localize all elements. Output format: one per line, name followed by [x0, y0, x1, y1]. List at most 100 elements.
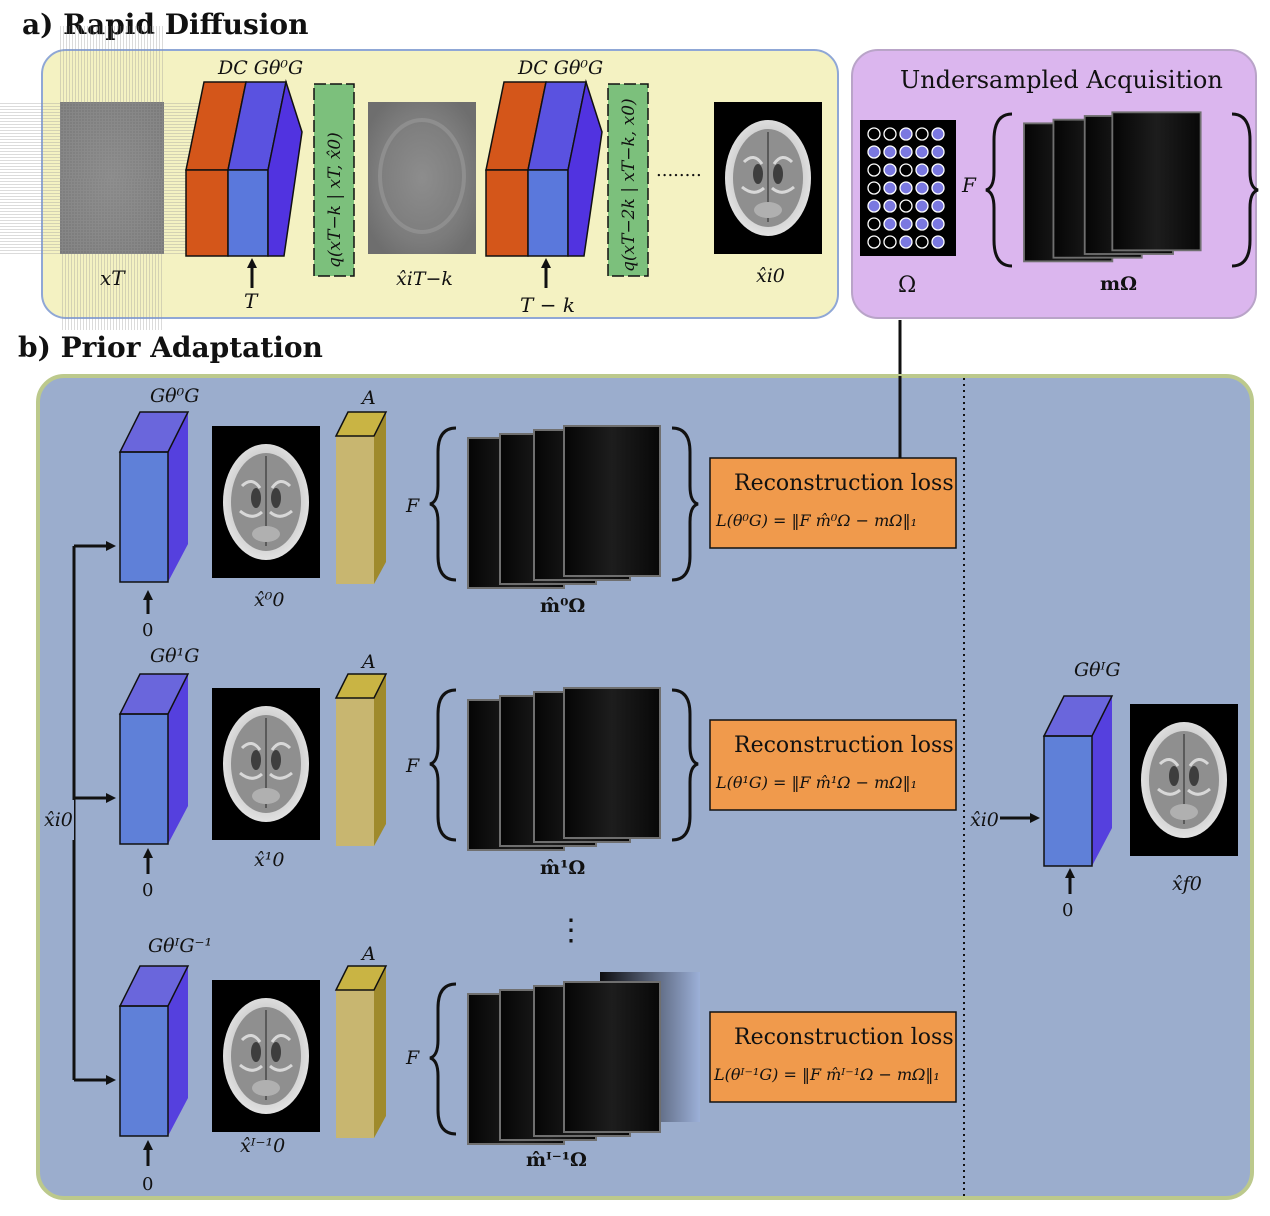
label-F-acq: F — [961, 173, 977, 197]
brace-right-acq — [1231, 112, 1259, 268]
acquisition-title: Undersampled Acquisition — [900, 66, 1223, 94]
mask-dot — [883, 235, 897, 249]
zero-final: 0 — [1062, 900, 1073, 921]
label-xT: xT — [100, 266, 126, 290]
x-label-row-2: x̂¹0 — [254, 849, 284, 871]
zero-row-3: 0 — [142, 1174, 153, 1195]
dc-label-2: DC Gθ⁰G — [517, 57, 603, 79]
mask-dot — [899, 181, 913, 195]
mask-dot — [899, 199, 913, 213]
q-box-1 — [313, 83, 355, 277]
zero-row-2: 0 — [142, 880, 153, 901]
mask-dot — [931, 199, 945, 213]
A-label-row-3: A — [360, 943, 376, 965]
ellipsis-dots: ........ — [656, 160, 702, 181]
F-label-row-1: F — [405, 495, 420, 517]
loss-title-row-2: Reconstruction loss — [734, 733, 954, 758]
mask-dot — [931, 235, 945, 249]
m-label-row-1: m̂⁰Ω — [540, 595, 585, 617]
dc-block-1 — [185, 79, 303, 257]
section-title-prior-adaptation: b) Prior Adaptation — [18, 331, 323, 364]
q-box-2 — [607, 83, 649, 277]
q-label-2: q(xT−2k | xT−k, x0) — [619, 98, 639, 272]
brace-left-acq — [985, 112, 1013, 268]
mask-dot — [883, 181, 897, 195]
mask-dot — [931, 217, 945, 231]
F-label-row-2: F — [405, 755, 420, 777]
loss-eq-row-3: L(θᴵ⁻¹G) = ‖F m̂ᴵ⁻¹Ω − mΩ‖₁ — [713, 1065, 940, 1084]
mask-dot — [867, 181, 881, 195]
mask-dot — [867, 163, 881, 177]
loss-title-row-1: Reconstruction loss — [734, 471, 954, 496]
loss-box-row-3 — [709, 1011, 957, 1103]
noise-image-xT — [60, 102, 164, 254]
g-label-row-3: GθᴵG⁻¹ — [148, 935, 212, 957]
x-label-row-1: x̂⁰0 — [254, 589, 284, 611]
mask-dot — [899, 145, 913, 159]
adapt-row-1: Gθ⁰G 0 x̂⁰0 A F m̂⁰Ω Reconstruction loss… — [119, 385, 957, 641]
adapt-row-3: GθᴵG⁻¹ 0 x̂ᴵ⁻¹0 A F m̂ᴵ⁻¹Ω Reconstructio… — [119, 935, 957, 1195]
clean-image-x0i — [712, 100, 824, 256]
mask-dot — [883, 145, 897, 159]
vertical-ellipsis: ⋮ — [556, 913, 586, 948]
q-label-1: q(xT−k | xT, x̂0) — [325, 132, 345, 268]
mask-dot — [915, 145, 929, 159]
mask-dot — [915, 199, 929, 213]
mask-dot — [883, 217, 897, 231]
mask-dot — [931, 145, 945, 159]
loss-title-row-3: Reconstruction loss — [734, 1025, 954, 1050]
mask-dots — [867, 127, 945, 249]
g-label-row-2: Gθ¹G — [150, 645, 199, 667]
loss-eq-row-1: L(θ⁰G) = ‖F m̂⁰Ω − mΩ‖₁ — [715, 511, 917, 530]
section-title-rapid-diffusion: a) Rapid Diffusion — [22, 8, 308, 41]
label-m-omega: mΩ — [1100, 273, 1137, 295]
x-label-row-3: x̂ᴵ⁻¹0 — [240, 1135, 285, 1157]
mask-dot — [915, 235, 929, 249]
final-output: GθᴵG x̂i0 0 x̂f0 — [970, 659, 1240, 921]
label-left-input: x̂i0 — [44, 809, 73, 831]
loss-box-row-2 — [709, 719, 957, 811]
g-label-row-1: Gθ⁰G — [150, 385, 199, 407]
mask-dot — [899, 163, 913, 177]
mask-dot — [915, 181, 929, 195]
label-T: T — [244, 289, 259, 313]
mask-dot — [899, 217, 913, 231]
label-T-minus-k: T − k — [520, 293, 575, 317]
mask-dot — [867, 145, 881, 159]
mask-dot — [899, 127, 913, 141]
mask-dot — [931, 127, 945, 141]
zero-row-1: 0 — [142, 620, 153, 641]
label-final-input: x̂i0 — [970, 809, 999, 831]
mask-dot — [899, 235, 913, 249]
mask-dot — [931, 163, 945, 177]
noise-texture — [0, 26, 240, 330]
mask-dot — [915, 127, 929, 141]
label-x-T-k: x̂iT−k — [396, 268, 453, 290]
mask-dot — [883, 163, 897, 177]
mask-dot — [867, 235, 881, 249]
mask-dot — [915, 217, 929, 231]
A-label-row-2: A — [360, 651, 376, 673]
m-label-row-2: m̂¹Ω — [540, 857, 585, 879]
mask-dot — [883, 199, 897, 213]
label-omega: Ω — [898, 273, 916, 298]
m-label-row-3: m̂ᴵ⁻¹Ω — [526, 1149, 587, 1171]
label-x0i: x̂i0 — [756, 265, 785, 287]
mask-dot — [867, 127, 881, 141]
loss-box-row-1 — [709, 457, 957, 549]
kspace-stack-acq — [1024, 112, 1201, 261]
intermediate-image — [368, 102, 476, 254]
adapt-row-2: Gθ¹G 0 x̂¹0 A F m̂¹Ω Reconstruction loss… — [119, 645, 957, 901]
mask-dot — [883, 127, 897, 141]
dc-block-2 — [485, 79, 603, 257]
g-label-final: GθᴵG — [1074, 659, 1121, 681]
A-label-row-1: A — [360, 387, 376, 409]
loss-eq-row-2: L(θ¹G) = ‖F m̂¹Ω − mΩ‖₁ — [715, 773, 917, 792]
mask-dot — [915, 163, 929, 177]
mask-dot — [867, 199, 881, 213]
F-label-row-3: F — [405, 1047, 420, 1069]
label-final-output: x̂f0 — [1172, 873, 1202, 895]
mask-dot — [931, 181, 945, 195]
dc-label-1: DC Gθ⁰G — [217, 57, 303, 79]
